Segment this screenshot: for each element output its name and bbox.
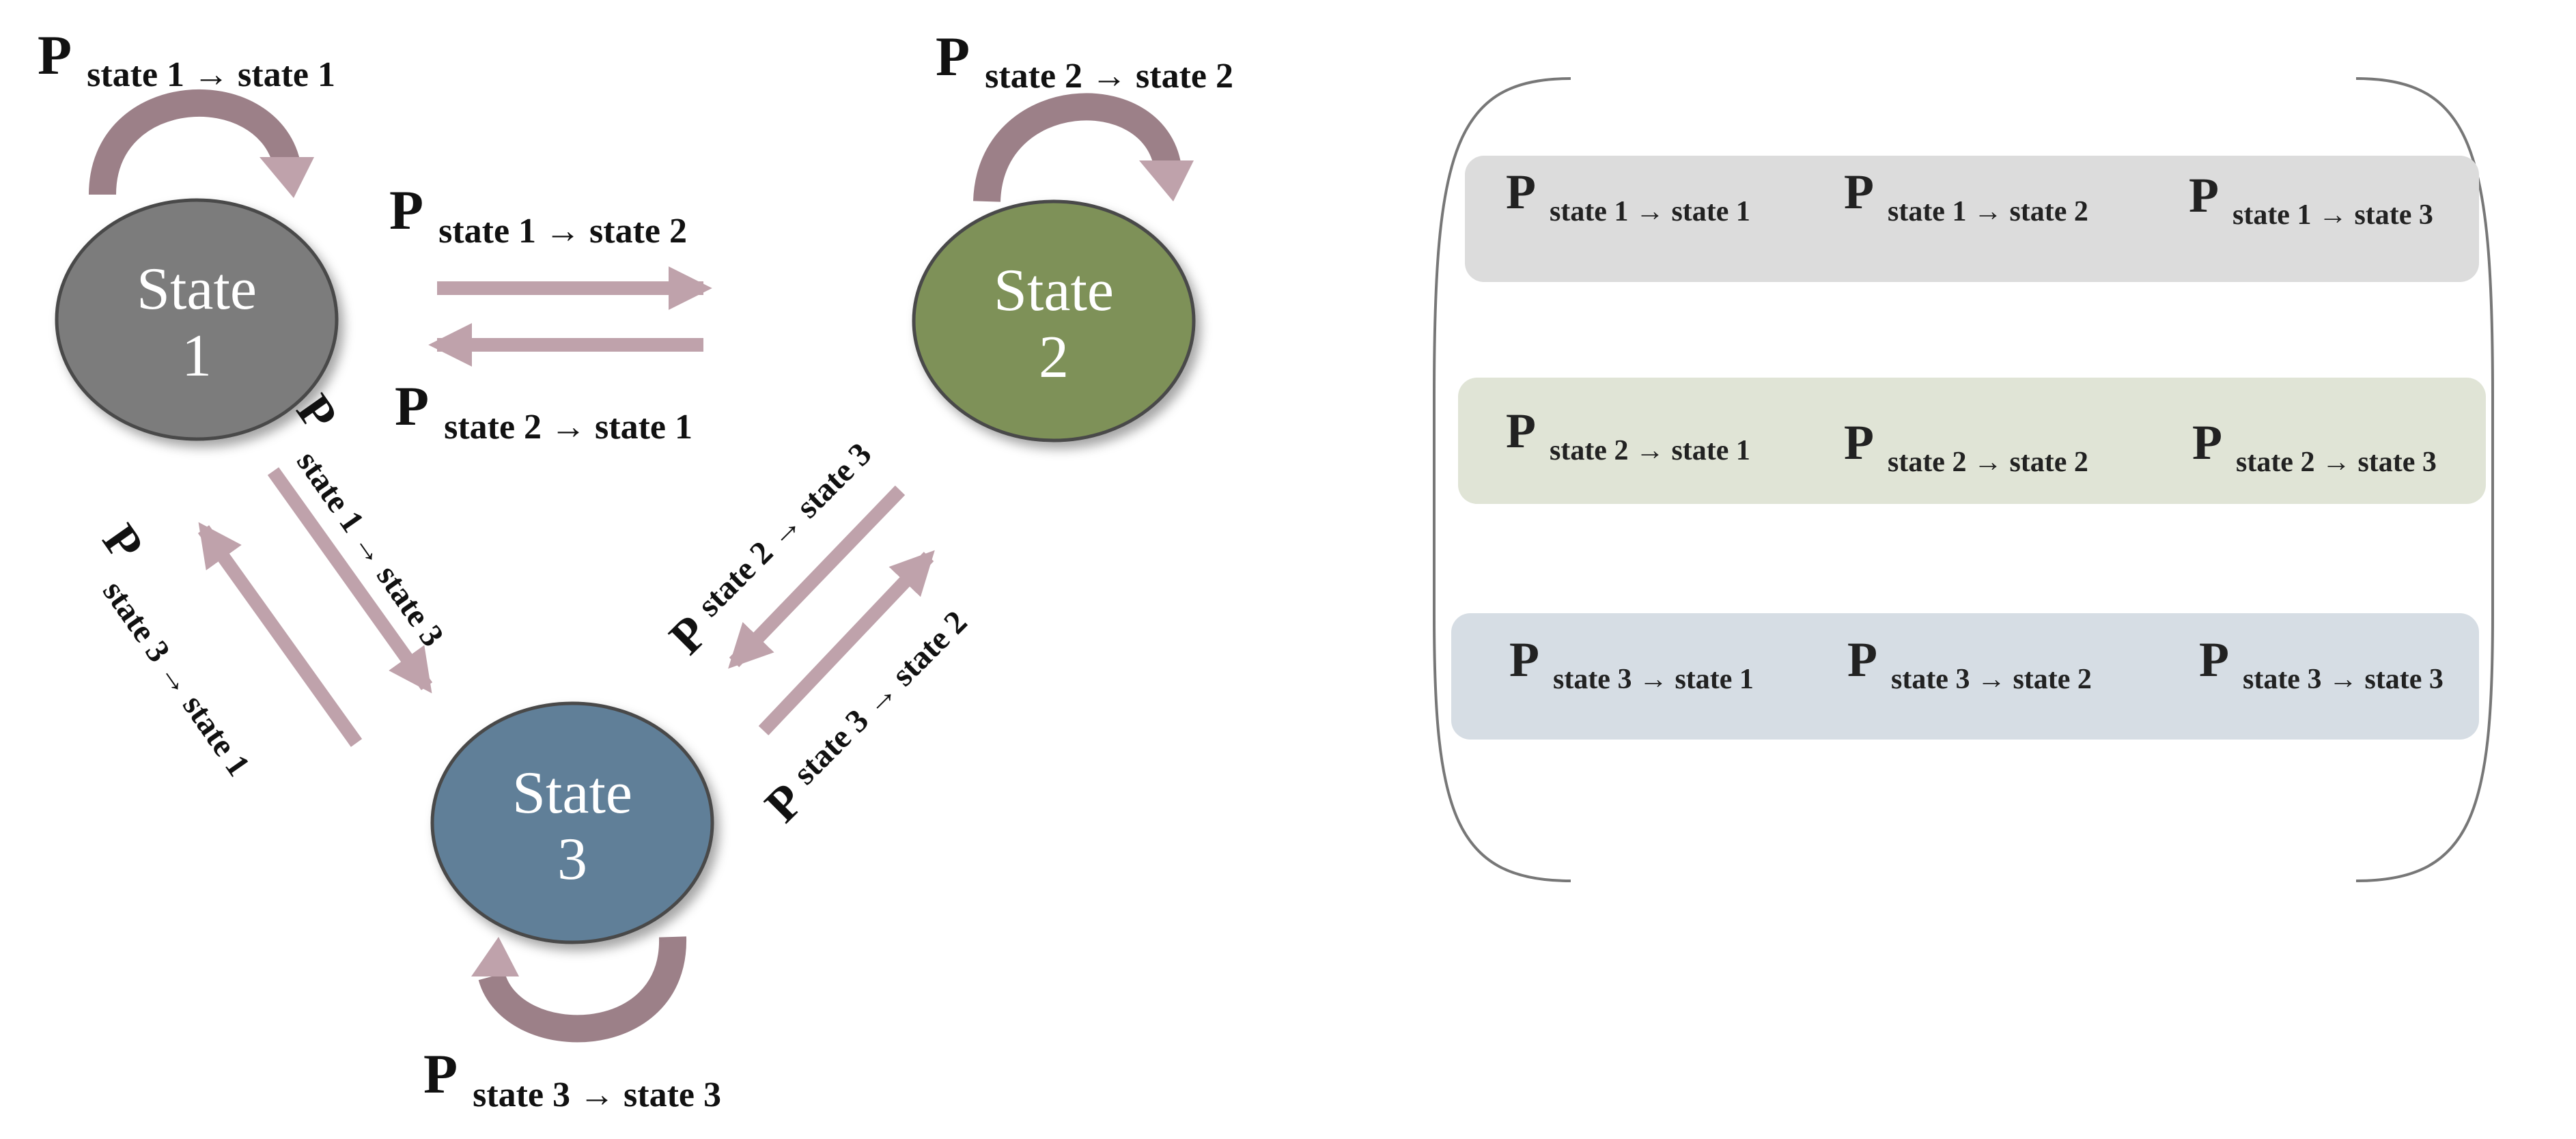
matrix-right-bracket xyxy=(2355,77,2494,882)
arrow-3-to-2 xyxy=(758,550,935,735)
state-1-node: State 1 xyxy=(55,198,339,441)
state-1-label-line1: State xyxy=(137,256,257,322)
state-1-label-line2: 1 xyxy=(182,323,212,389)
state-3-label-line1: State xyxy=(512,760,632,826)
arrow-2-to-3 xyxy=(728,486,906,669)
arrow-1-to-3 xyxy=(267,467,433,694)
state-3-label-line2: 3 xyxy=(557,826,587,892)
loop-state-3 xyxy=(471,936,687,1043)
state-2-label-line2: 2 xyxy=(1039,324,1069,391)
loop-state-1 xyxy=(89,89,314,198)
matrix-left-bracket xyxy=(1433,77,1571,882)
loop-state-2 xyxy=(973,93,1194,203)
label-3-to-2: Pstate 3 → state 2 xyxy=(755,602,985,832)
state-2-node: State 2 xyxy=(912,199,1196,442)
arrow-3-to-1 xyxy=(197,522,363,747)
label-3-to-1: Pstate 3 → state 1 xyxy=(72,514,293,783)
state-3-node: State 3 xyxy=(430,701,714,944)
state-2-label-line1: State xyxy=(994,257,1114,324)
